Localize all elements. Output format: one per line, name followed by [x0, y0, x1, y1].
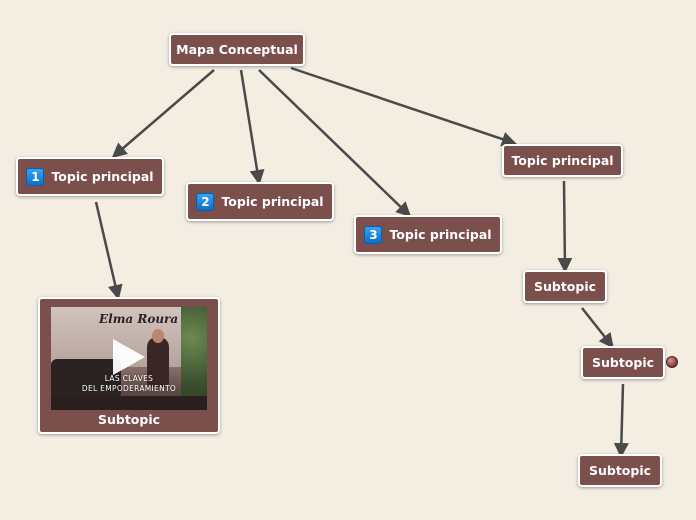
topic-node-3[interactable]: 3 Topic principal — [354, 215, 502, 254]
subtopic-node-b[interactable]: Subtopic — [581, 346, 665, 379]
connector-subtopic-b-subtopic-c — [613, 383, 629, 458]
root-node-label: Mapa Conceptual — [176, 42, 298, 57]
globe-icon[interactable] — [666, 356, 678, 368]
connector-topic1-video — [94, 201, 123, 300]
root-node[interactable]: Mapa Conceptual — [169, 33, 305, 66]
connector-subtopic-a-subtopic-b — [581, 307, 614, 349]
number-1-icon: 1 — [26, 167, 45, 186]
video-subtopic-node[interactable]: Elma Roura LAS CLAVES DEL EMPODERAMIENTO… — [38, 297, 220, 434]
subtopic-node-c[interactable]: Subtopic — [578, 454, 662, 487]
video-thumbnail[interactable]: Elma Roura LAS CLAVES DEL EMPODERAMIENTO — [51, 307, 207, 410]
subtopic-node-a-label: Subtopic — [533, 279, 597, 294]
video-subtopic-label: Subtopic — [97, 412, 161, 427]
topic-node-4-label: Topic principal — [511, 153, 614, 168]
video-thumbnail-caption: LAS CLAVES DEL EMPODERAMIENTO — [81, 374, 177, 393]
topic-node-3-label: Topic principal — [389, 227, 492, 242]
play-icon[interactable] — [113, 339, 145, 375]
connector-root-topic3 — [258, 69, 412, 218]
subtopic-node-c-label: Subtopic — [588, 463, 652, 478]
topic-node-1-label: Topic principal — [51, 169, 154, 184]
connector-topic4-subtopic-a — [557, 180, 573, 273]
connector-root-topic1 — [111, 69, 215, 158]
topic-node-2[interactable]: 2 Topic principal — [186, 182, 334, 221]
number-3-icon: 3 — [364, 225, 383, 244]
topic-node-1[interactable]: 1 Topic principal — [16, 157, 164, 196]
topic-node-4[interactable]: Topic principal — [502, 144, 623, 177]
number-2-icon: 2 — [196, 192, 215, 211]
subtopic-node-a[interactable]: Subtopic — [523, 270, 607, 303]
connector-root-topic4 — [290, 66, 517, 147]
video-thumbnail-title: Elma Roura — [99, 312, 179, 326]
subtopic-node-b-label: Subtopic — [591, 355, 655, 370]
topic-node-2-label: Topic principal — [221, 194, 324, 209]
connector-root-topic2 — [239, 69, 265, 185]
